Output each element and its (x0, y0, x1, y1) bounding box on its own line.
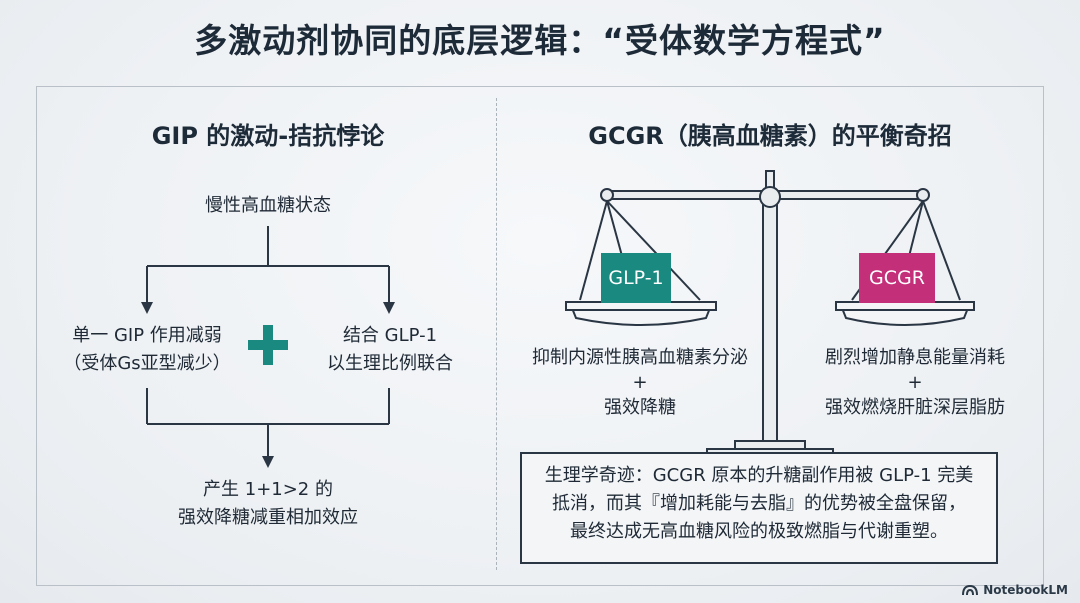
callout-line: 生理学奇迹：GCGR 原本的升糖副作用被 GLP-1 完美 (544, 465, 974, 486)
right-section-heading: GCGR（胰高血糖素）的平衡奇招 (588, 122, 952, 150)
flow-node-line: （受体Gs亚型减少） (63, 353, 231, 374)
physiology-callout: 生理学奇迹：GCGR 原本的升糖副作用被 GLP-1 完美 抵消，而其『增加耗能… (520, 452, 998, 564)
flow-node-gip-weakened: 单一 GIP 作用减弱 （受体Gs亚型减少） (40, 322, 254, 378)
flow-node-glp1-combo: 结合 GLP-1 以生理比例联合 (300, 322, 480, 378)
effect-line: 抑制内源性胰高血糖素分泌 (532, 347, 748, 368)
section-divider (496, 98, 497, 570)
gcgr-weight-box: GCGR (859, 253, 935, 303)
gcgr-effect-text: 剧烈增加静息能量消耗 + 强效燃烧肝脏深层脂肪 (790, 344, 1040, 422)
flow-node-synergy-result: 产生 1+1>2 的 强效降糖减重相加效应 (120, 476, 416, 532)
page-title: 多激动剂协同的底层逻辑：“受体数学方程式” (194, 21, 886, 60)
callout-line: 最终达成无高血糖风险的极致燃脂与代谢重塑。 (570, 521, 948, 542)
flow-node-line: 强效降糖减重相加效应 (178, 507, 358, 528)
effect-plus: + (632, 372, 648, 393)
brand-watermark: NotebookLM (962, 583, 1068, 597)
callout-line: 抵消，而其『增加耗能与去脂』的优势被全盘保留， (552, 493, 966, 514)
glp1-weight-box: GLP-1 (601, 253, 671, 303)
effect-line: 强效燃烧肝脏深层脂肪 (825, 397, 1005, 418)
notebooklm-logo-icon (962, 584, 979, 596)
flow-node-line: 结合 GLP-1 (342, 325, 438, 346)
left-section-heading: GIP 的激动-拮抗悖论 (151, 122, 385, 150)
flow-node-line: 以生理比例联合 (327, 353, 453, 374)
brand-name: NotebookLM (983, 583, 1068, 597)
content-frame (36, 86, 1044, 586)
plus-icon (248, 325, 288, 365)
effect-line: 强效降糖 (604, 397, 676, 418)
gcgr-label: GCGR (869, 267, 925, 289)
effect-line: 剧烈增加静息能量消耗 (825, 347, 1005, 368)
flow-node-line: 产生 1+1>2 的 (203, 479, 333, 500)
flow-node-hyperglycemia: 慢性高血糖状态 (205, 195, 331, 216)
flow-node-line: 单一 GIP 作用减弱 (72, 325, 222, 346)
effect-plus: + (907, 372, 923, 393)
glp1-effect-text: 抑制内源性胰高血糖素分泌 + 强效降糖 (510, 344, 770, 422)
glp1-label: GLP-1 (608, 267, 664, 289)
